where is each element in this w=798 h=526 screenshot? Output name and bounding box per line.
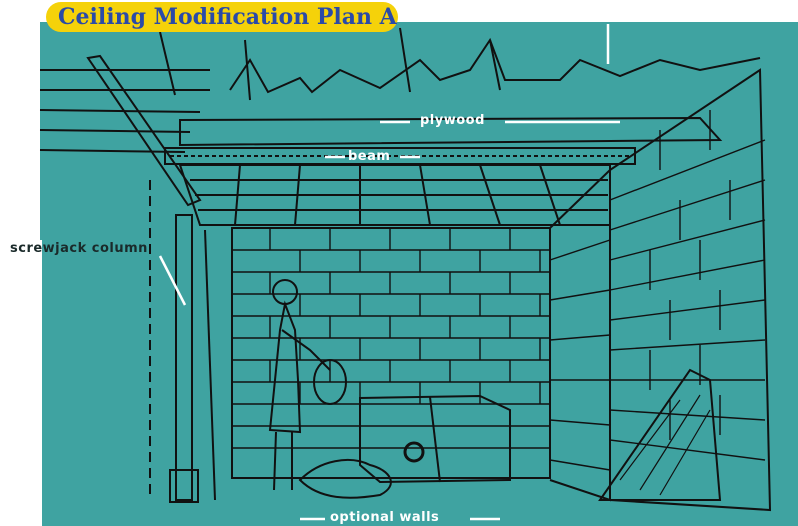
label-plywood: plywood [420, 113, 485, 128]
label-screwjack-column: screwjack column [10, 241, 148, 256]
diagram-title: Ceiling Modification Plan A [58, 4, 397, 30]
label-beam: beam [348, 149, 390, 164]
background-panel [40, 22, 798, 526]
label-bricks-or-blocks: bricks or blocks [540, 9, 663, 24]
label-optional-walls: optional walls [330, 510, 439, 525]
